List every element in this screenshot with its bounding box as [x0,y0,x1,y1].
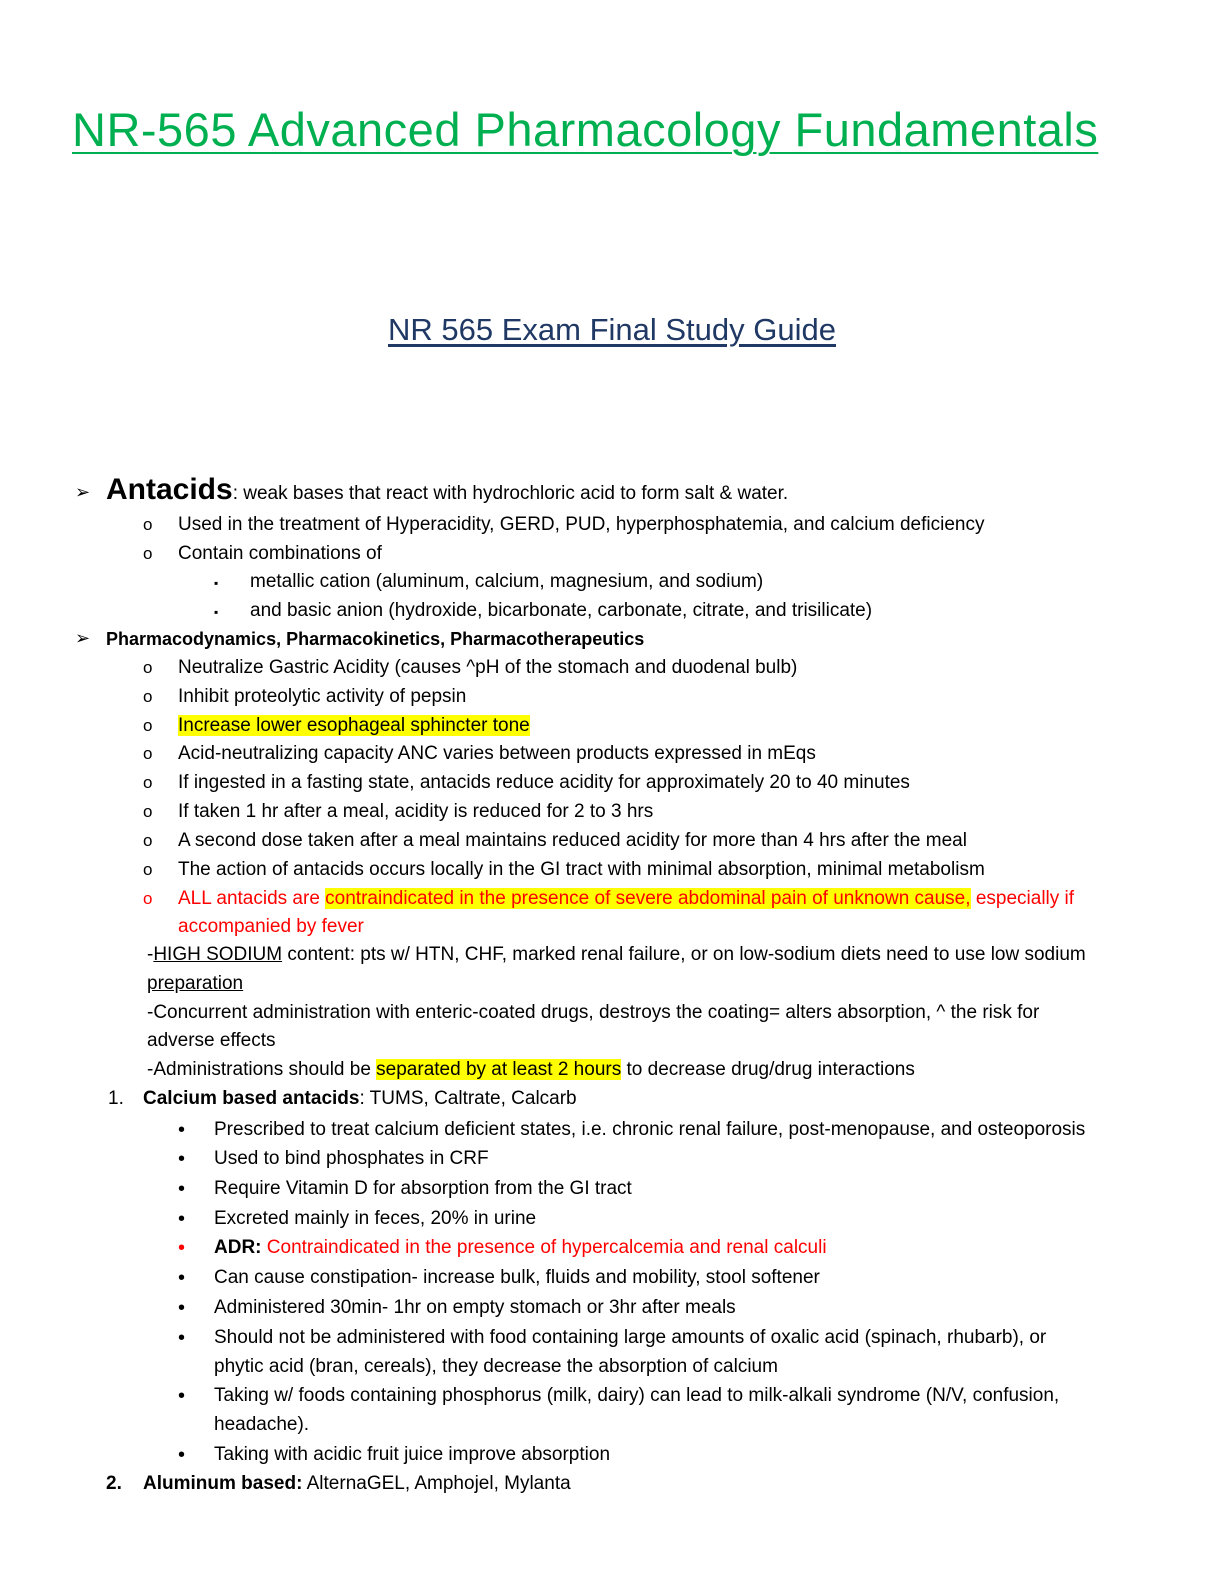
circle-bullet-icon: o [143,802,153,821]
contraindication-line: ALL antacids are contraindicated in the … [178,887,1074,911]
antacids-heading: Antacids [106,473,233,506]
list-number: 2. [106,1473,122,1494]
aluminum-heading: Aluminum based: [143,1473,303,1494]
antacids-cation: metallic cation (aluminum, calcium, magn… [250,571,764,592]
calcium-item: Require Vitamin D for absorption from th… [214,1178,632,1199]
pharm-item: The action of antacids occurs locally in… [178,859,985,880]
calcium-item: Administered 30min- 1hr on empty stomach… [214,1297,736,1318]
sodium-line-2: preparation [147,972,243,996]
dot-bullet-icon: • [178,1444,186,1466]
calcium-oxalic: Should not be administered with food con… [214,1327,1047,1348]
pharm-item-highlighted: Increase lower esophageal sphincter tone [178,714,530,738]
adr-label: ADR: [214,1237,262,1258]
underlined-text: HIGH SODIUM [153,944,283,965]
arrow-bullet-icon: ➢ [75,628,91,648]
dot-bullet-icon: • [178,1237,186,1259]
adr-text: Contraindicated in the presence of hyper… [261,1237,827,1258]
document-subtitle: NR 565 Exam Final Study Guide [388,312,836,347]
pharm-heading: Pharmacodynamics, Pharmacokinetics, Phar… [106,629,645,649]
contraindication-line-2: accompanied by fever [178,916,364,937]
text: to decrease drug/drug interactions [621,1059,915,1080]
dot-bullet-icon: • [178,1178,186,1200]
circle-bullet-icon: o [143,658,153,677]
circle-bullet-icon: o [143,716,153,735]
pharm-item: Inhibit proteolytic activity of pepsin [178,686,467,707]
calcium-item: Can cause constipation- increase bulk, f… [214,1267,820,1288]
dot-bullet-icon: • [178,1208,186,1230]
calcium-item: Taking with acidic fruit juice improve a… [214,1444,611,1465]
aluminum-heading-line: Aluminum based: AlternaGEL, Amphojel, My… [143,1472,571,1496]
text: especially if [970,888,1075,909]
sodium-line: -HIGH SODIUM content: pts w/ HTN, CHF, m… [147,943,1086,967]
calcium-brands: : TUMS, Caltrate, Calcarb [359,1088,577,1109]
calcium-phosphorus: Taking w/ foods containing phosphorus (m… [214,1385,1060,1406]
circle-bullet-icon: o [143,544,153,563]
calcium-heading: Calcium based antacids [143,1088,360,1109]
dot-bullet-icon: • [178,1385,186,1407]
circle-bullet-icon: o [143,860,153,879]
calcium-adr: ADR: Contraindicated in the presence of … [214,1236,827,1260]
square-bullet-icon: ▪ [214,605,219,619]
calcium-item: Excreted mainly in feces, 20% in urine [214,1208,537,1229]
text: - [147,944,154,965]
dot-bullet-icon: • [178,1148,186,1170]
document-title: NR-565 Advanced Pharmacology Fundamental… [72,103,1099,156]
calcium-phosphorus-2: headache). [214,1414,310,1435]
pharm-item: Neutralize Gastric Acidity (causes ^pH o… [178,657,798,678]
circle-bullet-icon: o [143,831,153,850]
text: -Administrations should be [147,1059,377,1080]
dot-bullet-icon: • [178,1297,186,1319]
circle-bullet-icon: o [143,889,153,908]
antacids-anion: and basic anion (hydroxide, bicarbonate,… [250,600,873,621]
arrow-bullet-icon: ➢ [75,482,91,502]
circle-bullet-icon: o [143,773,153,792]
antacids-uses: Used in the treatment of Hyperacidity, G… [178,514,985,535]
dot-bullet-icon: • [178,1327,186,1349]
antacids-contain: Contain combinations of [178,543,382,564]
antacids-definition: : weak bases that react with hydrochlori… [232,483,789,504]
pharm-item: If ingested in a fasting state, antacids… [178,772,910,793]
underlined-text: preparation [147,973,244,994]
square-bullet-icon: ▪ [214,576,219,590]
calcium-heading-line: Calcium based antacids: TUMS, Caltrate, … [143,1087,577,1111]
pharm-item: A second dose taken after a meal maintai… [178,830,967,851]
highlight: contraindicated in the presence of sever… [325,888,971,909]
calcium-item: Used to bind phosphates in CRF [214,1148,489,1169]
circle-bullet-icon: o [143,687,153,706]
dot-bullet-icon: • [178,1267,186,1289]
calcium-item: Prescribed to treat calcium deficient st… [214,1119,1086,1140]
pharm-item: Acid-neutralizing capacity ANC varies be… [178,743,816,764]
list-number: 1. [108,1088,124,1109]
highlight: Increase lower esophageal sphincter tone [178,715,530,736]
text: ALL antacids are [178,888,326,909]
circle-bullet-icon: o [143,515,153,534]
circle-bullet-icon: o [143,744,153,763]
text: content: pts w/ HTN, CHF, marked renal f… [282,944,1086,965]
dot-bullet-icon: • [178,1119,186,1141]
separation-line: -Administrations should be separated by … [147,1058,915,1082]
pharm-item: If taken 1 hr after a meal, acidity is r… [178,801,654,822]
enteric-line: -Concurrent administration with enteric-… [147,1002,1040,1023]
calcium-oxalic-2: phytic acid (bran, cereals), they decrea… [214,1356,778,1377]
highlight: separated by at least 2 hours [376,1059,622,1080]
enteric-line-2: adverse effects [147,1030,276,1051]
antacids-heading-line: Antacids: weak bases that react with hyd… [106,472,788,508]
aluminum-brands: AlternaGEL, Amphojel, Mylanta [302,1473,571,1494]
